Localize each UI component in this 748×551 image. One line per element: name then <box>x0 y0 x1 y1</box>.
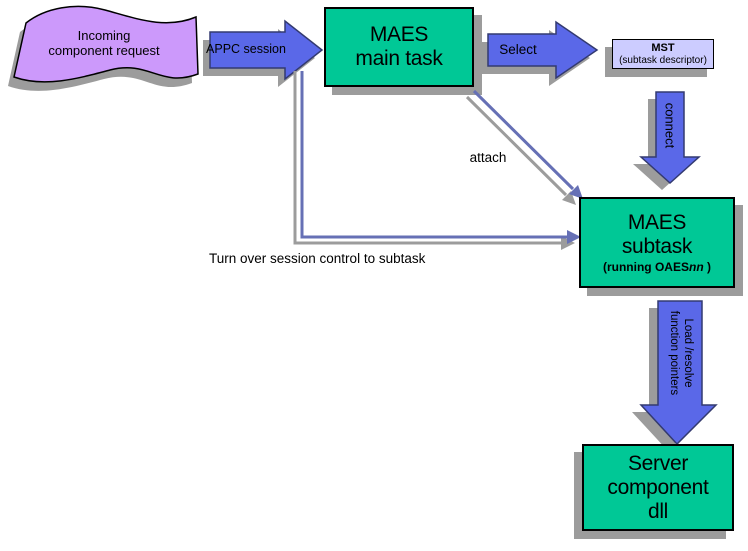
load-resolve-line2: function pointers <box>668 310 680 396</box>
load-resolve-label: Load /resolve function pointers <box>667 303 695 403</box>
subtask-caption-nn: nn <box>688 259 704 274</box>
attach-arrow-shadow-head <box>562 191 576 205</box>
subtask-caption-prefix: (running OAES <box>602 259 689 274</box>
mst-subtitle: (subtask descriptor) <box>619 55 707 66</box>
banner-line1: Incoming <box>77 28 131 43</box>
attach-arrow-shadow-line <box>465 95 568 197</box>
subtask-line2: subtask <box>621 234 693 258</box>
subtask-caption-suffix: ) <box>703 259 711 274</box>
attach-arrow-line <box>472 89 575 191</box>
turnover-arrow-head <box>567 230 581 244</box>
incoming-request-banner <box>13 5 199 83</box>
mst-title: MST <box>651 42 675 54</box>
main-task-line2: main task <box>355 47 443 70</box>
server-dll-box: Server component dll <box>582 444 734 531</box>
connect-arrow <box>639 91 701 185</box>
server-line3: dll <box>647 499 669 523</box>
appc-session-label: APPC session <box>206 42 286 56</box>
turnover-label: Turn over session control to subtask <box>209 251 426 266</box>
maes-main-task-box: MAES main task <box>324 7 474 87</box>
load-resolve-line1: Load /resolve <box>682 318 694 388</box>
attach-arrow-head <box>569 185 583 199</box>
subtask-line1: MAES <box>627 210 687 234</box>
select-label: Select <box>499 42 537 57</box>
attach-label: attach <box>469 150 507 165</box>
server-line2: component <box>607 475 709 499</box>
turnover-arrow-shadow-line <box>293 71 562 245</box>
turnover-arrow-line <box>300 71 568 239</box>
banner-label: Incoming component request <box>25 28 183 58</box>
mst-box: MST (subtask descriptor) <box>612 39 714 69</box>
select-arrow <box>487 20 599 80</box>
server-line1: Server <box>627 451 689 475</box>
main-task-line1: MAES <box>369 23 429 46</box>
load-resolve-arrow <box>639 300 718 446</box>
appc-session-arrow <box>209 19 324 81</box>
maes-subtask-box: MAES subtask (running OAESnn ) <box>579 197 735 288</box>
connect-label: connect <box>662 102 678 149</box>
subtask-caption: (running OAESnn ) <box>603 260 711 275</box>
banner-line2: component request <box>48 43 160 58</box>
